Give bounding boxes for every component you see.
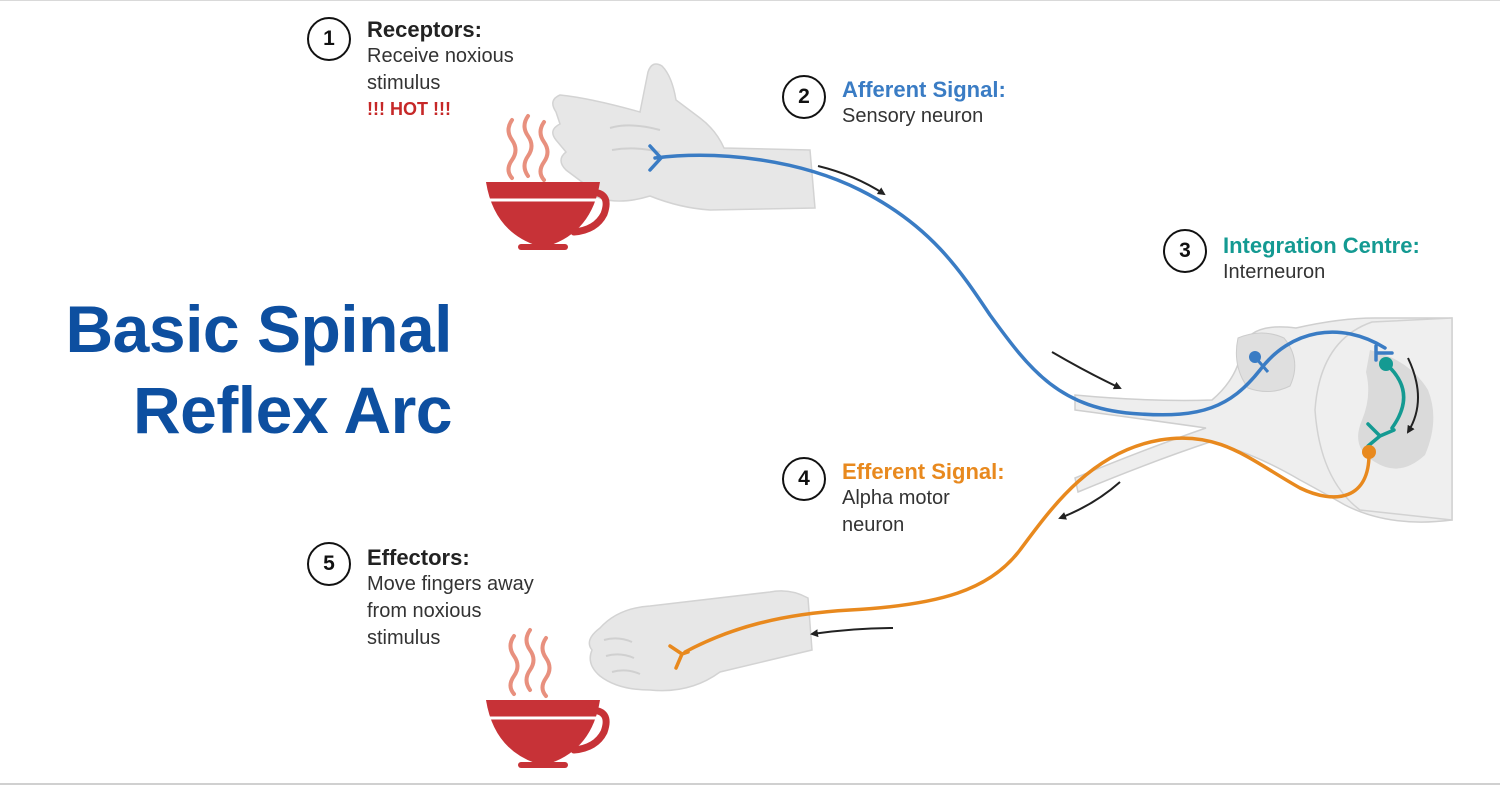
step-4-label: Efferent Signal: Alpha motor neuron <box>842 459 1005 539</box>
diagram-title-line-2: Reflex Arc <box>132 373 453 447</box>
step-5-heading: Effectors: <box>367 545 470 570</box>
bottom-border <box>0 783 1500 785</box>
step-2-description: Sensory neuron <box>842 105 984 127</box>
step-1-number-badge: 1 <box>307 17 351 61</box>
step-3-label: Integration Centre: Interneuron <box>1223 233 1420 286</box>
fist-hand-icon <box>588 590 813 692</box>
step-3-description: Interneuron <box>1223 261 1326 283</box>
diagram-title-line-1: Basic Spinal <box>65 292 453 366</box>
step-1-label: Receptors: Receive noxious stimulus !!! … <box>367 17 514 121</box>
efferent-neuron-path <box>668 436 1376 670</box>
steam-icon <box>506 114 550 182</box>
coffee-cup-icon <box>486 182 610 250</box>
step-2-heading: Afferent Signal: <box>842 77 1006 102</box>
flow-arrow-icon <box>810 165 1419 638</box>
top-border <box>0 0 1500 1</box>
step-5-label: Effectors: Move fingers away from noxiou… <box>367 545 534 652</box>
step-4-heading: Efferent Signal: <box>842 459 1005 484</box>
step-4-description: Alpha motor neuron <box>842 487 950 536</box>
step-1-description: Receive noxious stimulus <box>367 45 514 94</box>
afferent-neuron-path <box>648 144 1394 417</box>
hot-warning-text: !!! HOT !!! <box>367 99 451 119</box>
step-5-description: Move fingers away from noxious stimulus <box>367 573 534 649</box>
step-1-heading: Receptors: <box>367 17 482 42</box>
step-3-heading: Integration Centre: <box>1223 233 1420 258</box>
steam-icon <box>508 628 552 698</box>
step-3-number-badge: 3 <box>1163 229 1207 273</box>
step-5-number-badge: 5 <box>307 542 351 586</box>
interneuron-path <box>1366 357 1406 448</box>
step-2-number-badge: 2 <box>782 75 826 119</box>
step-4-number-badge: 4 <box>782 457 826 501</box>
step-2-label: Afferent Signal: Sensory neuron <box>842 77 1006 130</box>
coffee-cup-icon <box>486 700 610 768</box>
